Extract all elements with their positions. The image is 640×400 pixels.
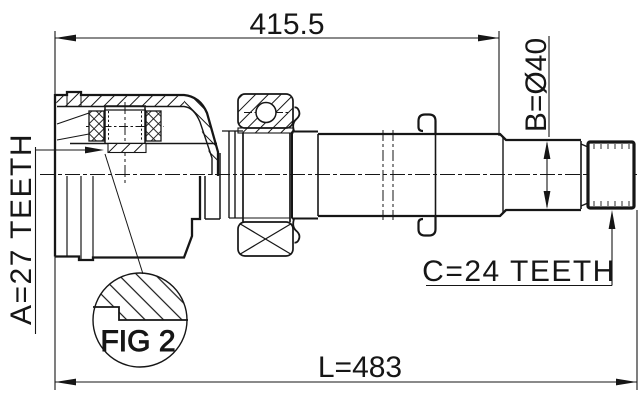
roller-right-hatch: [145, 110, 162, 142]
fig2-label: FIG 2: [100, 325, 175, 358]
trunnion-bar: [107, 142, 147, 154]
housing-outer-contour: [55, 90, 220, 176]
fig2-spline-profile: [93, 306, 188, 321]
bearing-assembly: [222, 93, 318, 257]
fig2-leader-line: [104, 153, 144, 275]
damper-clamp-top: [417, 113, 437, 134]
drawing-labels: 415.5 L=483 A=27 TEETH B=Ø40 C=24 TEETH: [5, 8, 616, 384]
bore-taper-upper: [56, 112, 90, 125]
damper-clamp-bottom: [417, 216, 437, 237]
label-a-inner-spline: A=27 TEETH: [5, 133, 38, 325]
housing-bottom-exterior: [55, 176, 202, 262]
joint-housing: [53, 90, 221, 262]
bearing-cross-2: [239, 222, 292, 256]
bore-taper-lower: [56, 133, 90, 141]
label-b-diameter: B=Ø40: [520, 38, 553, 132]
spline-section: [586, 140, 636, 210]
label-a-arrow: [85, 146, 104, 154]
trunnion-assembly: [88, 105, 162, 154]
drive-shaft: [317, 113, 636, 237]
fig2-circle: [92, 272, 188, 368]
housing-inner-wall: [57, 105, 213, 175]
fig2-detail: FIG 2: [92, 153, 188, 368]
bearing-inner-band: [237, 127, 294, 134]
bearing-ball: [255, 101, 277, 124]
dim-top-arrow-right: [478, 34, 499, 42]
dim-top-value: 415.5: [249, 8, 324, 41]
dimensions: [34, 31, 638, 390]
retainer-clip-top: [292, 106, 301, 132]
label-c-arrow: [608, 210, 616, 229]
retainer-clip-bottom: [292, 218, 301, 244]
shaft-bottom-edge: [318, 208, 581, 218]
dim-top-arrow-left: [55, 34, 76, 42]
dim-b-arrow-up: [543, 141, 551, 159]
spline-teeth-ticks: [593, 144, 630, 206]
dim-b-arrow-down: [543, 191, 551, 209]
dim-overall-value: L=483: [318, 351, 402, 384]
dim-bottom-arrow-right: [616, 378, 637, 386]
shaft-top-edge: [318, 132, 581, 142]
label-c-outer-spline: C=24 TEETH: [422, 255, 616, 288]
roller-left-hatch: [88, 110, 105, 142]
fig2-hatch-region: [93, 273, 187, 320]
dim-bottom-arrow-left: [55, 378, 76, 386]
